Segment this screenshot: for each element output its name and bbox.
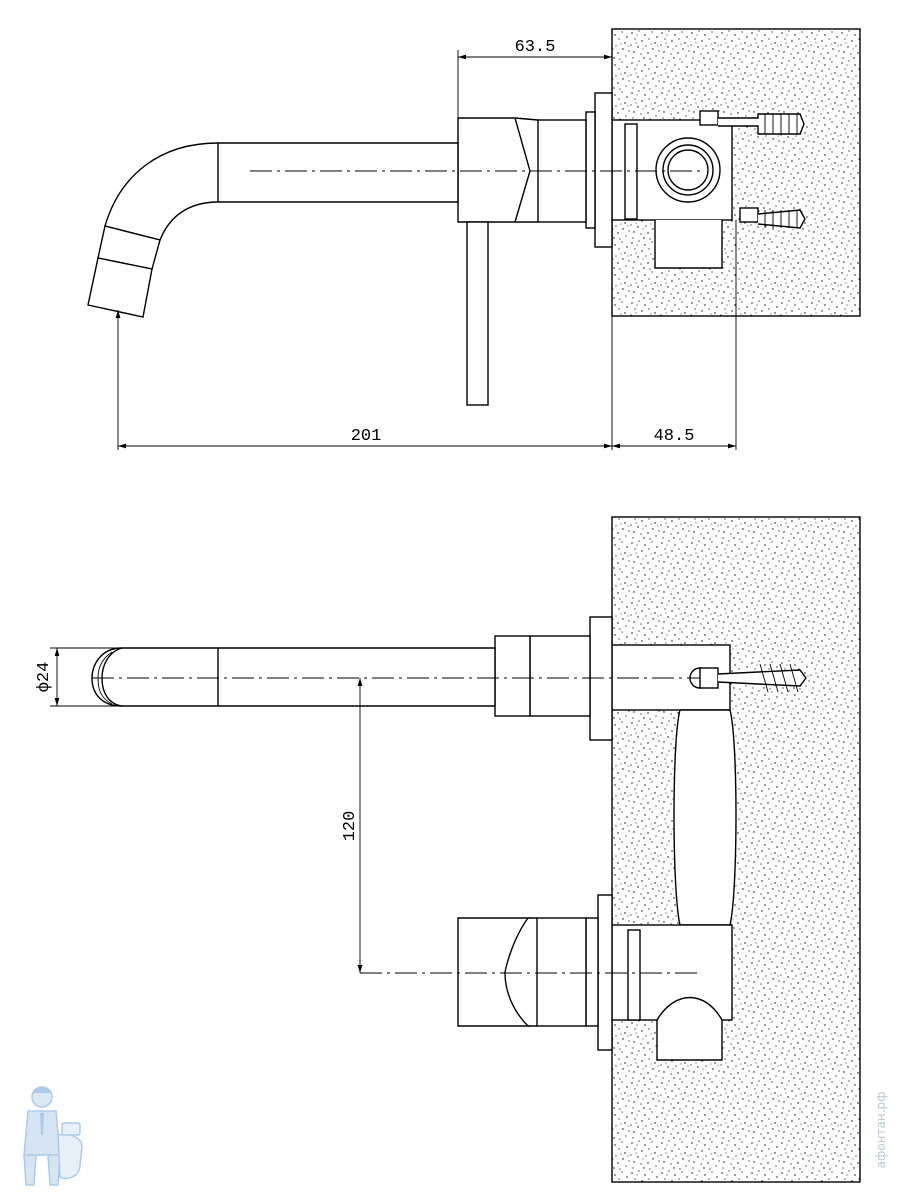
plumber-logo <box>23 1086 83 1186</box>
top-wall-flange <box>594 92 613 248</box>
side-spout <box>91 647 496 707</box>
top-spout <box>87 142 459 318</box>
side-handle <box>457 917 587 1027</box>
dim-top-201: 201 <box>115 310 613 450</box>
top-anchor-lower <box>739 207 759 223</box>
site-watermark: афонтан.рф <box>874 1092 888 1169</box>
dim-label-diameter-24: ф24 <box>35 662 54 693</box>
top-concealed-box <box>611 110 806 269</box>
dim-side-120: 120 <box>341 678 363 973</box>
dim-top-63-5: 63.5 <box>457 38 612 118</box>
top-mixer-body <box>457 117 587 223</box>
dim-label-120: 120 <box>341 811 360 842</box>
side-view: ф24 120 <box>35 516 861 1183</box>
dim-label-48-5: 48.5 <box>654 427 695 446</box>
side-concealed-body <box>611 644 807 1061</box>
top-view: 63.5 201 48.5 <box>87 28 861 450</box>
top-lever-handle <box>466 221 489 406</box>
dim-label-63-5: 63.5 <box>515 38 556 57</box>
dim-label-201: 201 <box>351 427 382 446</box>
side-lower-flange <box>597 894 613 1051</box>
side-upper-flange <box>589 616 613 741</box>
top-anchor-upper <box>699 110 719 126</box>
dim-side-diameter: ф24 <box>35 647 122 707</box>
dim-top-48-5: 48.5 <box>612 220 737 450</box>
